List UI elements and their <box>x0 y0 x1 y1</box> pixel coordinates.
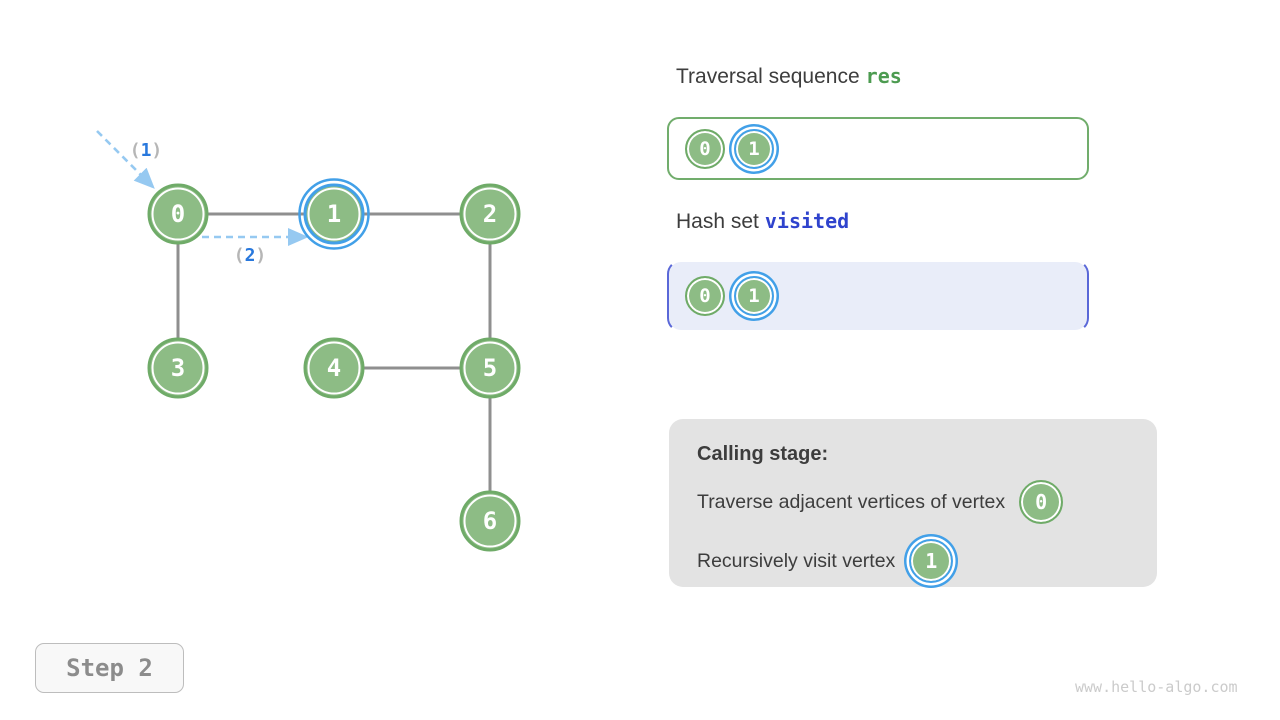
calling-line-2-text: Recursively visit vertex <box>697 549 896 572</box>
calling-line-1-text: Traverse adjacent vertices of vertex <box>697 490 1006 513</box>
step-indicator: Step 2 <box>35 643 184 693</box>
vertex-badge-calling-1: 1 <box>909 539 954 583</box>
visited-title-text: Hash set <box>676 210 759 233</box>
graph-node-3: 3 <box>147 337 209 399</box>
res-title-text: Traversal sequence <box>676 65 860 88</box>
svg-text:1: 1 <box>327 200 341 228</box>
calling-line-1: Traverse adjacent vertices of vertex 0 <box>697 479 1129 525</box>
svg-text:4: 4 <box>327 354 341 382</box>
vertex-badge-0: 0 <box>685 276 725 316</box>
svg-text:2: 2 <box>483 200 497 228</box>
graph-node-4: 4 <box>303 337 365 399</box>
traversal-arrow-1 <box>96 130 155 189</box>
graph-node-0: 0 <box>147 183 209 245</box>
svg-text:5: 5 <box>483 354 497 382</box>
graph-node-2: 2 <box>459 183 521 245</box>
graph-node-5: 5 <box>459 337 521 399</box>
vertex-badge-1: 1 <box>734 128 774 169</box>
svg-text:0: 0 <box>171 200 185 228</box>
calling-line-2: Recursively visit vertex 1 <box>697 538 1129 584</box>
arrow-label-2: (2) <box>234 245 267 266</box>
vertex-badge-1: 1 <box>734 276 774 316</box>
visited-code-label: visited <box>764 209 850 233</box>
svg-text:6: 6 <box>483 507 497 535</box>
res-code-label: res <box>865 64 902 88</box>
graph-node-6: 6 <box>459 490 521 552</box>
vertex-badge-0: 0 <box>685 128 725 169</box>
graph-node-1: 1 <box>298 178 370 250</box>
vertex-badge-calling-0: 0 <box>1019 480 1064 524</box>
arrow-label-1: (1) <box>130 140 163 161</box>
calling-stage-box: Calling stage: Traverse adjacent vertice… <box>669 419 1157 587</box>
watermark: www.hello-algo.com <box>1075 678 1238 696</box>
calling-stage-title: Calling stage: <box>697 443 829 465</box>
svg-text:3: 3 <box>171 354 185 382</box>
